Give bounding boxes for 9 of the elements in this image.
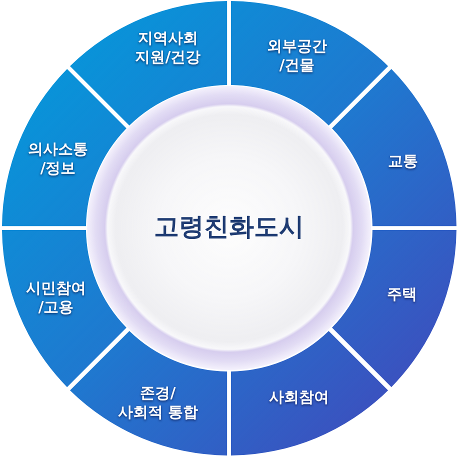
segment-label: 존경/ 사회적 통합 bbox=[116, 382, 200, 423]
segment-label: 시민참여 /고용 bbox=[24, 278, 87, 318]
segment-label: 의사소통 /정보 bbox=[26, 138, 89, 179]
segment-label: 지역사회 지원/건강 bbox=[134, 28, 202, 68]
segment-label: 교통 bbox=[386, 151, 419, 172]
center-title: 고령친화도시 bbox=[153, 211, 305, 243]
segment-label: 주택 bbox=[386, 284, 418, 304]
segment-label: 사회참여 bbox=[268, 387, 330, 408]
segment-label: 외부공간 /건물 bbox=[266, 36, 328, 76]
